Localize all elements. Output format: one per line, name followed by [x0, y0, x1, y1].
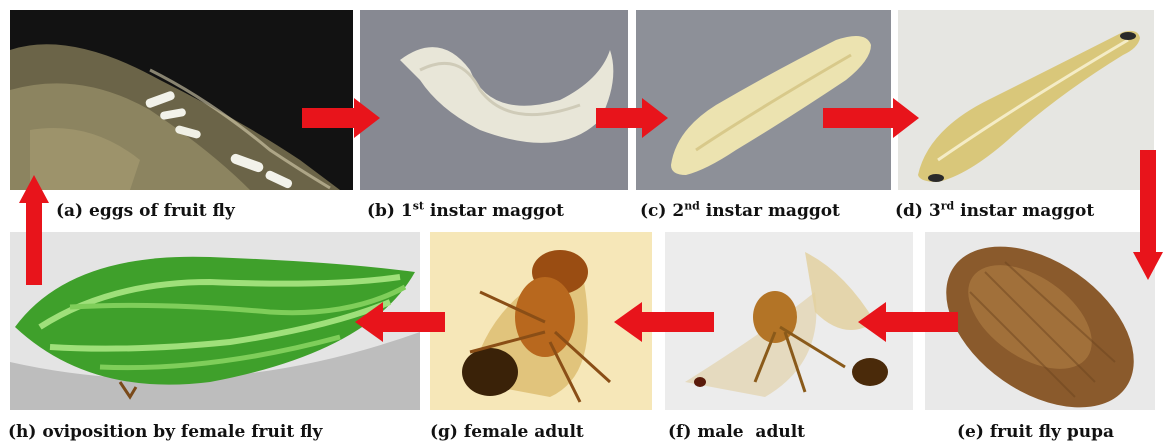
caption-d-prefix: (d) 3 — [895, 201, 941, 221]
arrow-f-to-g — [614, 302, 714, 342]
photo-3rd-instar-maggot — [898, 10, 1154, 190]
caption-female-adult: (g) female adult — [430, 422, 584, 442]
arrow-a-to-b — [302, 98, 380, 138]
photo-fruit-fly-pupa — [925, 232, 1155, 410]
arrow-h-to-a — [19, 175, 49, 285]
arrow-g-to-h — [355, 302, 445, 342]
arrow-b-to-c — [596, 98, 668, 138]
caption-d-suffix: instar maggot — [954, 201, 1094, 221]
caption-c-prefix: (c) 2 — [640, 201, 684, 221]
caption-2nd-instar-maggot: (c) 2nd instar maggot — [640, 201, 840, 221]
arrow-c-to-d — [823, 98, 919, 138]
caption-3rd-instar-maggot: (d) 3rd instar maggot — [895, 201, 1094, 221]
arrow-d-to-e — [1133, 150, 1163, 280]
caption-d-sup: rd — [941, 199, 955, 212]
caption-1st-instar-maggot: (b) 1st instar maggot — [367, 201, 564, 221]
caption-eggs-of-fruit-fly: (a) eggs of fruit fly — [56, 201, 235, 221]
caption-b-prefix: (b) 1 — [367, 201, 413, 221]
caption-c-sup: nd — [684, 199, 700, 212]
caption-oviposition-by-female-fruit-fly: (h) oviposition by female fruit fly — [8, 422, 322, 442]
caption-c-suffix: instar maggot — [700, 201, 840, 221]
photo-1st-instar-maggot — [360, 10, 628, 190]
caption-b-suffix: instar maggot — [424, 201, 564, 221]
caption-male-adult: (f) male adult — [668, 422, 805, 442]
caption-b-sup: st — [413, 199, 424, 212]
arrow-e-to-f — [858, 302, 958, 342]
caption-fruit-fly-pupa: (e) fruit fly pupa — [957, 422, 1114, 442]
